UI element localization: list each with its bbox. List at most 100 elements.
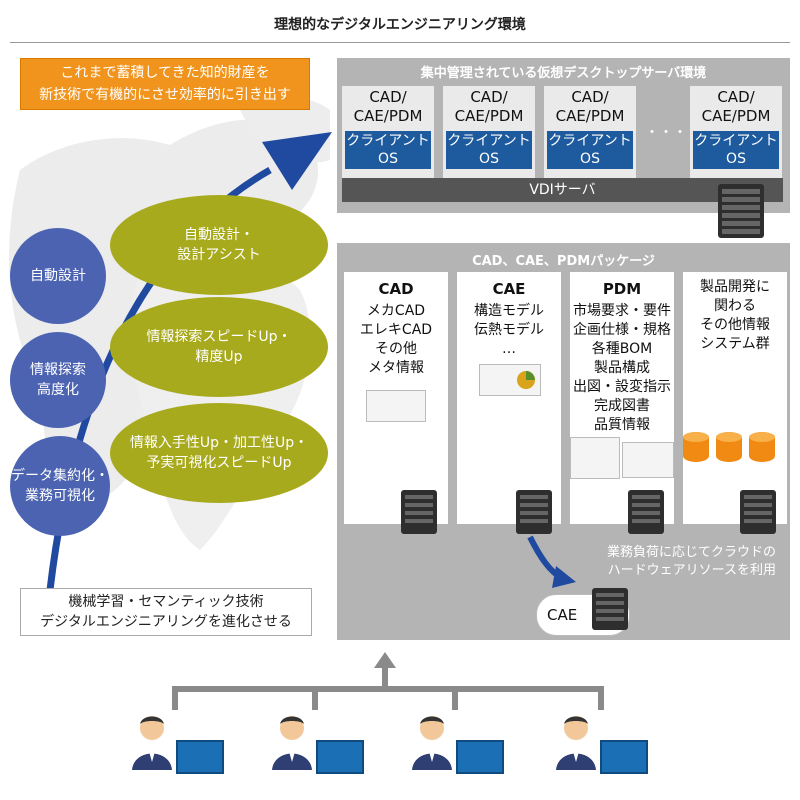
ellipse-info-access: 情報入手性Up・加工性Up・ 予実可視化スピードUp [110, 403, 328, 503]
laptop-icon [456, 740, 504, 774]
person-icon [272, 716, 312, 770]
ip-statement-line: 新技術で有機的にさせ効率的に引き出す [39, 87, 291, 103]
ip-statement-line: これまで蓄積してきた知的財産を [60, 65, 270, 81]
package-column-other: 製品開発に 関わる その他情報 システム群 [683, 272, 787, 524]
note-line: 業務負荷に応じてクラウドの [606, 545, 776, 560]
ellipse-search-speed: 情報探索スピードUp・ 精度Up [110, 297, 328, 397]
package-line: システム群 [700, 336, 770, 352]
package-line: 製品構成 [594, 360, 650, 376]
card-line: CAD/ [571, 88, 609, 106]
pie-chart-icon [517, 371, 535, 389]
package-line: … [502, 341, 516, 357]
server-rack-icon [740, 490, 776, 534]
ml-line: 機械学習・セマンティック技術 [68, 594, 264, 610]
ml-technology-box: 機械学習・セマンティック技術 デジタルエンジニアリングを進化させる [20, 588, 312, 636]
ellipse-line: 自動設計・ [184, 227, 254, 243]
person-icon [132, 716, 172, 770]
laptop-icon [176, 740, 224, 774]
vdi-card: CAD/CAE/PDM クライアント OS [690, 86, 782, 196]
package-heading: PDM [602, 280, 642, 298]
package-line: 出図・設変指示 [573, 379, 671, 395]
os-line: クライアント [346, 133, 430, 149]
ellipse-line: 情報探索スピードUp・ [146, 329, 292, 345]
cad-screenshot-thumbnail [366, 390, 426, 422]
package-column-cad: CAD メカCAD エレキCAD その他 メタ情報 [344, 272, 448, 524]
diagram-title: 理想的なデジタルエンジニアリング環境 [274, 17, 526, 33]
vdi-card: CAD/CAE/PDM クライアント OS [342, 86, 434, 196]
circle-data-aggregation: データ集約化・ 業務可視化 [10, 436, 110, 536]
laptop-icon [316, 740, 364, 774]
packages-panel-title: CAD、CAE、PDMパッケージ [472, 254, 655, 269]
ellipse-line: 予実可視化スピードUp [146, 455, 292, 471]
user-with-laptop [130, 712, 230, 774]
package-line: 製品開発に [700, 279, 770, 295]
ellipse-line: 情報入手性Up・加工性Up・ [129, 435, 309, 451]
card-line: CAD/ [470, 88, 508, 106]
client-os-box: クライアント OS [345, 131, 431, 169]
package-line: 品質情報 [594, 417, 650, 433]
package-line: その他情報 [700, 317, 770, 333]
server-rack-icon [401, 490, 437, 534]
person-icon [556, 716, 596, 770]
cae-screenshot-thumbnail [479, 364, 541, 396]
vdi-server-bar: VDIサーバ [342, 178, 783, 202]
server-rack-icon [718, 184, 764, 238]
card-line: CAE/PDM [353, 107, 423, 125]
ellipse-line: 設計アシスト [177, 247, 261, 263]
user-with-laptop [270, 712, 370, 774]
os-line: クライアント [694, 133, 778, 149]
client-os-box: クライアント OS [693, 131, 779, 169]
card-line: CAD/ [369, 88, 407, 106]
pdm-screenshot-thumbnail [570, 437, 620, 479]
package-heading: CAD [378, 280, 414, 298]
cloud-label: CAE [547, 606, 578, 624]
cloud-offload-arrow [527, 535, 576, 588]
server-rack-icon [592, 588, 628, 630]
server-rack-icon [628, 490, 664, 534]
os-line: OS [580, 151, 600, 167]
circle-line: データ集約化・ [11, 468, 109, 484]
circle-line: 業務可視化 [25, 488, 95, 504]
package-line: 関わる [714, 298, 756, 314]
person-icon [412, 716, 452, 770]
package-line: 伝熱モデル [474, 322, 544, 338]
vdi-panel-title: 集中管理されている仮想デスクトップサーバ環境 [420, 66, 707, 81]
os-line: OS [378, 151, 398, 167]
server-rack-icon [516, 490, 552, 534]
package-line: 各種BOM [591, 341, 653, 357]
laptop-icon [600, 740, 648, 774]
user-with-laptop [554, 712, 654, 774]
package-line: メタ情報 [368, 360, 424, 376]
more-ellipsis: ・・・ [645, 125, 687, 141]
package-line: 構造モデル [474, 303, 544, 319]
card-line: CAE/PDM [701, 107, 771, 125]
note-line: ハードウェアリソースを利用 [607, 563, 776, 578]
card-line: CAD/ [717, 88, 755, 106]
package-line: 企画仕様・規格 [573, 322, 671, 338]
circle-line: 高度化 [37, 382, 79, 398]
package-heading: CAE [492, 280, 526, 298]
circle-line: 自動設計 [30, 268, 86, 284]
package-column-pdm: PDM 市場要求・要件 企画仕様・規格 各種BOM 製品構成 出図・設変指示 完… [570, 272, 674, 524]
card-line: CAE/PDM [555, 107, 625, 125]
user-with-laptop [410, 712, 510, 774]
cloud-usage-note: 業務負荷に応じてクラウドの ハードウェアリソースを利用 [570, 544, 776, 580]
ellipse-auto-design-assist: 自動設計・ 設計アシスト [110, 195, 328, 295]
circle-line: 情報探索 [30, 362, 86, 378]
ml-line: デジタルエンジニアリングを進化させる [40, 614, 292, 630]
package-column-cae: CAE 構造モデル 伝熱モデル … [457, 272, 561, 524]
package-line: 完成図書 [594, 398, 650, 414]
database-cylinder-icon [716, 432, 742, 462]
title-divider [10, 42, 790, 43]
ip-statement-box: これまで蓄積してきた知的財産を 新技術で有機的にさせ効率的に引き出す [20, 58, 310, 110]
ellipse-line: 精度Up [195, 349, 243, 365]
database-cylinder-icon [749, 432, 775, 462]
circle-info-search: 情報探索 高度化 [10, 332, 106, 428]
user-connection-lines [172, 652, 604, 710]
os-line: OS [726, 151, 746, 167]
package-line: メカCAD [366, 303, 426, 319]
